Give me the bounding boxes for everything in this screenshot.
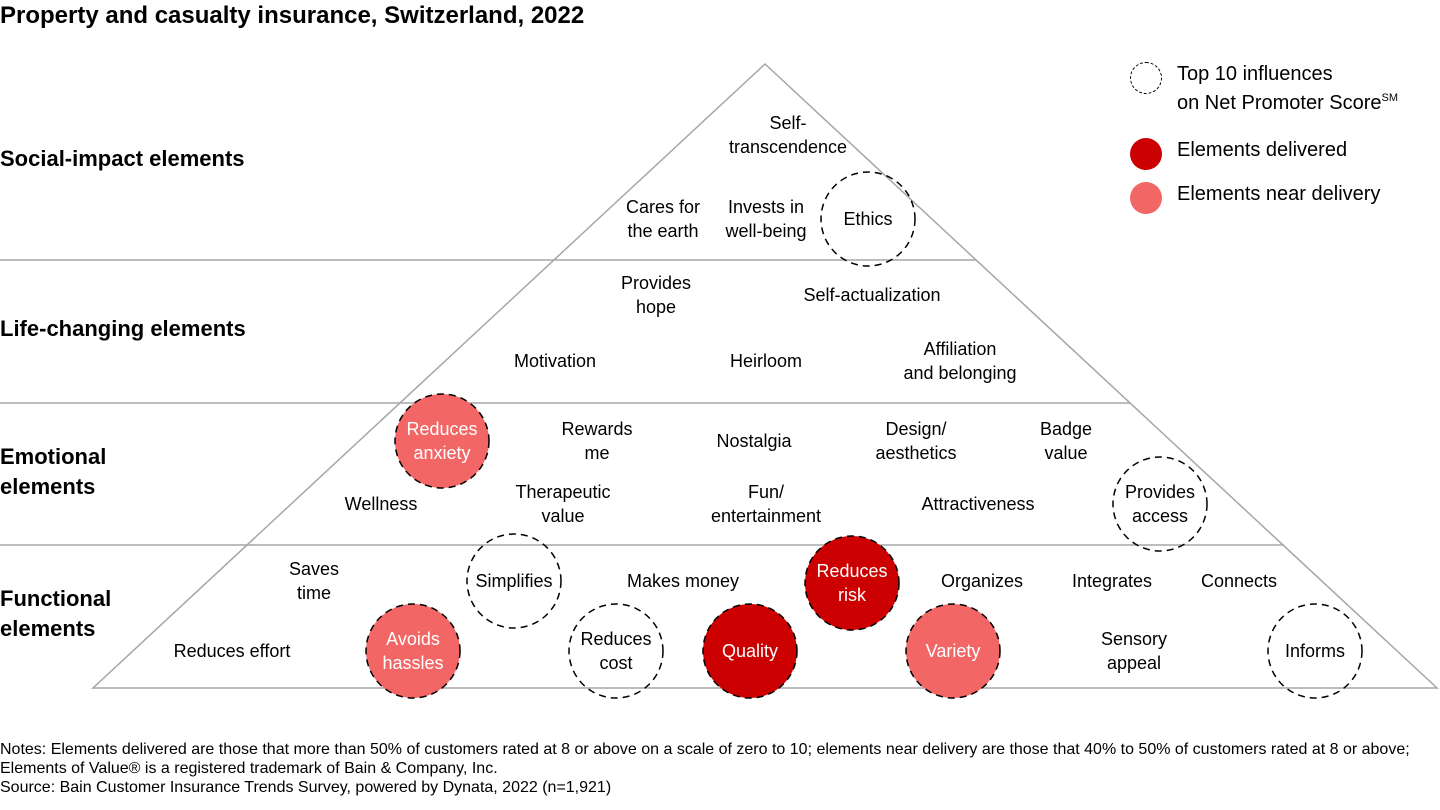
marker-avoids-hassles bbox=[365, 603, 461, 699]
element-organizes: Organizes bbox=[940, 571, 1024, 591]
element-nostalgia: Nostalgia bbox=[716, 431, 792, 451]
legend-item-delivered: Elements delivered bbox=[1130, 138, 1347, 174]
element-saves-time: Saves time bbox=[288, 559, 340, 603]
source-text: Source: Bain Customer Insurance Trends S… bbox=[0, 779, 612, 796]
element-connects: Connects bbox=[1200, 571, 1278, 591]
layer-label-life-changing: Life-changing elements bbox=[0, 316, 246, 341]
element-reduces-risk: Reduces risk bbox=[816, 561, 888, 605]
marker-provides-access bbox=[1112, 456, 1208, 552]
filled-circle-light-red-icon bbox=[1130, 182, 1162, 214]
element-variety: Variety bbox=[925, 641, 981, 661]
element-avoids-hassles: Avoids hassles bbox=[382, 629, 444, 673]
element-informs: Informs bbox=[1284, 641, 1346, 661]
legend-item-top10: Top 10 influences on Net Promoter ScoreS… bbox=[1130, 62, 1398, 114]
element-provides-access: Provides access bbox=[1124, 482, 1196, 526]
service-mark: SM bbox=[1381, 92, 1399, 104]
element-design-aesthetics: Design/ aesthetics bbox=[875, 419, 957, 463]
element-self-transcendence: Self- transcendence bbox=[728, 113, 848, 157]
marker-informs bbox=[1267, 603, 1363, 699]
marker-reduces-cost bbox=[568, 603, 664, 699]
element-badge-value: Badge value bbox=[1039, 419, 1093, 463]
legend-label-top10: Top 10 influences on Net Promoter ScoreS… bbox=[1177, 63, 1399, 114]
marker-quality bbox=[702, 603, 798, 699]
marker-reduces-risk bbox=[804, 535, 900, 631]
marker-simplifies bbox=[466, 533, 562, 629]
element-reduces-effort: Reduces effort bbox=[173, 641, 291, 661]
filled-circle-dark-red-icon bbox=[1130, 138, 1162, 170]
notes-text: Notes: Elements delivered are those that… bbox=[0, 741, 1410, 777]
marker-ethics bbox=[820, 171, 916, 267]
element-provides-hope: Provides hope bbox=[620, 273, 692, 317]
footnotes: Notes: Elements delivered are those that… bbox=[0, 740, 1440, 797]
element-ethics: Ethics bbox=[843, 209, 893, 229]
layer-label-social-impact: Social-impact elements bbox=[0, 146, 245, 171]
marker-reduces-anxiety bbox=[394, 393, 490, 489]
element-fun-entertainment: Fun/ entertainment bbox=[710, 482, 822, 526]
marker-variety bbox=[905, 603, 1001, 699]
element-wellness: Wellness bbox=[344, 494, 418, 514]
element-self-actualization: Self-actualization bbox=[803, 285, 941, 305]
element-makes-money: Makes money bbox=[626, 571, 740, 591]
layer-label-functional: Functional elements bbox=[0, 586, 112, 641]
element-sensory-appeal: Sensory appeal bbox=[1100, 629, 1168, 673]
element-cares-for-the-earth: Cares for the earth bbox=[625, 197, 701, 241]
element-reduces-cost: Reduces cost bbox=[580, 629, 652, 673]
element-integrates: Integrates bbox=[1071, 571, 1153, 591]
element-therapeutic-value: Therapeutic value bbox=[515, 482, 611, 526]
dashed-circle-icon bbox=[1130, 62, 1162, 94]
element-attractiveness: Attractiveness bbox=[921, 494, 1035, 514]
element-simplifies: Simplifies bbox=[475, 571, 553, 591]
element-reduces-anxiety: Reduces anxiety bbox=[406, 419, 478, 463]
chart-title: Property and casualty insurance, Switzer… bbox=[0, 2, 585, 29]
element-motivation: Motivation bbox=[513, 351, 597, 371]
element-quality: Quality bbox=[721, 641, 779, 661]
legend-label-delivered: Elements delivered bbox=[1177, 139, 1348, 161]
element-heirloom: Heirloom bbox=[729, 351, 803, 371]
element-markers bbox=[365, 171, 1363, 699]
element-rewards-me: Rewards me bbox=[561, 419, 633, 463]
layer-label-emotional: Emotional elements bbox=[0, 444, 107, 499]
element-invests-in-well-being: Invests in well-being bbox=[725, 197, 807, 241]
legend-label-near-delivery: Elements near delivery bbox=[1177, 183, 1381, 205]
element-affiliation-and-belonging: Affiliation and belonging bbox=[903, 339, 1017, 383]
legend-item-near-delivery: Elements near delivery bbox=[1130, 182, 1380, 218]
